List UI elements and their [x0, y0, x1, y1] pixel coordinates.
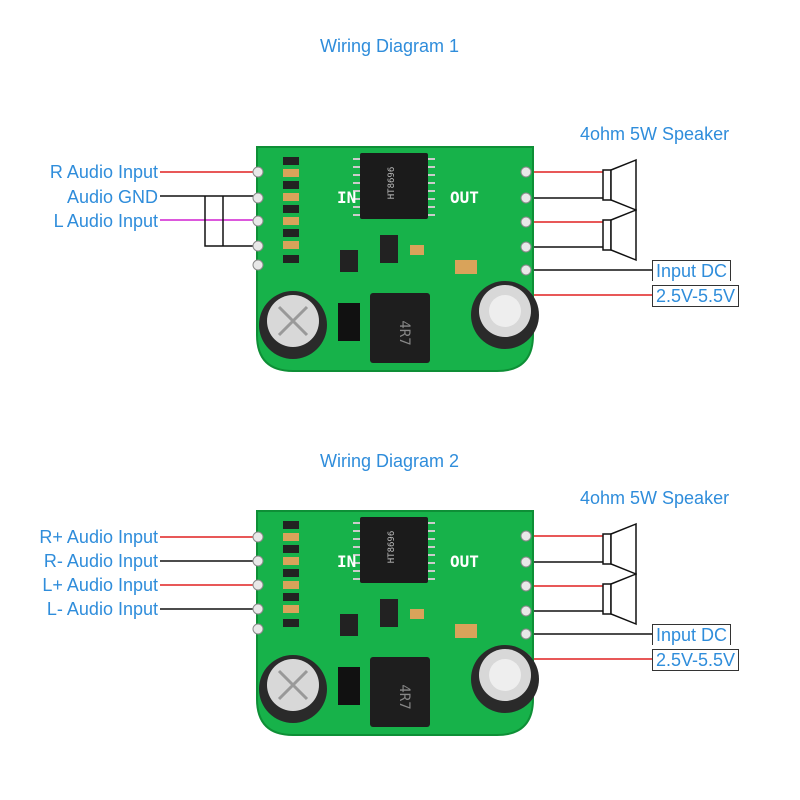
- diagram-1-wiring: [160, 158, 652, 296]
- diagram-1-speaker-label: 4ohm 5W Speaker: [580, 124, 730, 144]
- diagram-2-title: Wiring Diagram 2: [320, 451, 460, 471]
- diagram-1-input-wires: [160, 171, 258, 247]
- diagram-1-pcb-board: HT8696 IN OUT 4R7: [252, 146, 539, 372]
- diagram-1-title: Wiring Diagram 1: [320, 36, 460, 56]
- diagram-2-input-wires: [160, 536, 258, 610]
- diagram-2-speaker-1-icon: [602, 522, 637, 576]
- diagram-1-output-wires: [525, 171, 652, 296]
- inductor-marking: 4R7: [396, 684, 412, 709]
- diagram-1-input-label-l: L Audio Input: [53, 211, 158, 231]
- diagram-2-speaker-2-icon: [602, 572, 637, 626]
- diagram-2-output-wires: [525, 535, 652, 660]
- inductor-marking: 4R7: [396, 320, 412, 345]
- diagram-2-input-label-l-minus: L- Audio Input: [46, 599, 158, 619]
- diagram-2-wiring: [160, 522, 652, 660]
- wire-gnd-split-1: [204, 196, 258, 247]
- diagram-2-input-label-r-plus: R+ Audio Input: [39, 527, 158, 547]
- out-label: OUT: [450, 552, 479, 571]
- diagram-1-speaker-2-icon: [602, 208, 637, 262]
- out-label: OUT: [450, 188, 479, 207]
- diagram-1-power-label-1: Input DC: [652, 260, 732, 281]
- chip-marking: HT8696: [387, 531, 397, 564]
- diagram-1-power-label-2: 2.5V-5.5V: [652, 285, 740, 307]
- diagram-2-input-label-r-minus: R- Audio Input: [43, 551, 158, 571]
- in-label: IN: [337, 552, 356, 571]
- diagram-2-pcb-board: HT8696 IN OUT 4R7: [252, 510, 539, 736]
- diagram-1-speaker-1-icon: [602, 158, 637, 212]
- diagram-1-input-label-r: R Audio Input: [49, 162, 158, 182]
- diagram-2-power-label-1: Input DC: [652, 624, 732, 645]
- diagram-1-input-label-gnd: Audio GND: [66, 187, 158, 207]
- diagram-2-speaker-label: 4ohm 5W Speaker: [580, 488, 730, 508]
- diagram-2-power-label-2: 2.5V-5.5V: [652, 649, 740, 671]
- diagram-2-input-label-l-plus: L+ Audio Input: [42, 575, 158, 595]
- in-label: IN: [337, 188, 356, 207]
- chip-marking: HT8696: [387, 167, 397, 200]
